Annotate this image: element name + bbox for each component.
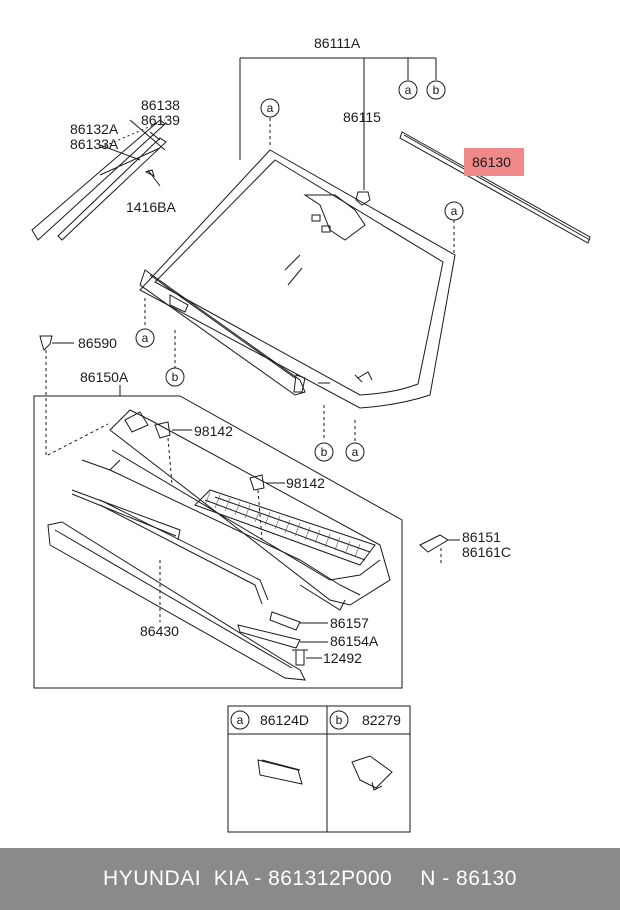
- label-98142-a: 98142: [194, 423, 233, 439]
- legend-callout-b: [329, 710, 349, 730]
- label-12492: 12492: [323, 650, 362, 666]
- weatherstrip-86430: [47, 489, 306, 681]
- callout-b-left: [165, 367, 185, 387]
- leader-86111A: [239, 57, 437, 190]
- clip-86115: [355, 191, 371, 206]
- callout-b-top-text: b: [433, 83, 440, 97]
- fastener-98142-b: [249, 474, 265, 491]
- legend-callout-a-text: a: [237, 713, 244, 727]
- callout-b-bottom: [314, 442, 334, 462]
- box-86150A: [33, 385, 403, 689]
- label-86130: 86130: [472, 154, 511, 170]
- legend-callout-a: [230, 710, 250, 730]
- parts-diagram: a b a a a b b a a b 86111A 86115 86130 8…: [31, 35, 591, 833]
- legend-part-86124D: [257, 759, 303, 785]
- label-86138: 86138: [141, 97, 180, 113]
- label-86133A: 86133A: [70, 136, 119, 152]
- callout-a-upper-text: a: [267, 101, 274, 115]
- callout-b-top: [426, 80, 446, 100]
- footer-brand-part-number: HYUNDAI KIA - 861312P000: [103, 867, 393, 890]
- callout-a-top: [398, 80, 418, 100]
- label-98142-b: 98142: [286, 475, 325, 491]
- callout-a-left: [135, 328, 155, 348]
- label-86161C: 86161C: [462, 544, 511, 560]
- clip-86590: [39, 335, 53, 351]
- windshield-glass: [139, 149, 456, 409]
- screw-1416BA: [144, 169, 161, 187]
- legend-part-82279: [351, 755, 393, 789]
- label-86154A: 86154A: [330, 633, 379, 649]
- label-86151: 86151: [462, 529, 501, 545]
- fastener-98142-a: [154, 421, 171, 439]
- bracket-86151: [419, 534, 449, 553]
- label-86590: 86590: [78, 335, 117, 351]
- label-86111A: 86111A: [314, 35, 361, 51]
- part-86154A: [237, 624, 301, 649]
- cowl-panel-86150A: [81, 409, 391, 611]
- cowl-grille-hatch: [204, 491, 361, 558]
- leader-86132A: [99, 144, 141, 161]
- part-86157: [269, 611, 301, 631]
- label-86139: 86139: [141, 112, 180, 128]
- molding-86130: [399, 131, 591, 244]
- callout-a-bottom: [345, 442, 365, 462]
- label-86430: 86430: [140, 623, 179, 639]
- leader-86138: [99, 147, 161, 176]
- label-86132A: 86132A: [70, 121, 119, 137]
- label-86150A: 86150A: [80, 369, 129, 385]
- label-86157: 86157: [330, 615, 369, 631]
- legend-callout-b-text: b: [336, 713, 343, 727]
- side-molding-86132A: [31, 119, 167, 241]
- legend-label-82279: 82279: [362, 712, 401, 728]
- bolt-12492: [292, 649, 308, 666]
- label-1416BA: 1416BA: [126, 199, 176, 215]
- legend-table: [227, 705, 411, 833]
- callout-a-right-text: a: [451, 204, 458, 218]
- footer-reference-number: N - 86130: [420, 867, 517, 890]
- highlight-86130: [464, 148, 524, 176]
- label-86115: 86115: [343, 109, 381, 125]
- callout-a-right: [444, 201, 464, 221]
- legend-label-86124D: 86124D: [260, 712, 309, 728]
- callout-a-upper: [260, 98, 280, 118]
- callout-a-left-text: a: [142, 331, 149, 345]
- callout-b-bottom-text: b: [321, 445, 328, 459]
- callout-b-left-text: b: [172, 370, 179, 384]
- callout-a-bottom-text: a: [352, 445, 359, 459]
- footer-bar: HYUNDAI KIA - 861312P000 N - 86130: [0, 848, 620, 910]
- callout-a-top-text: a: [405, 83, 412, 97]
- callout-leaders: [45, 118, 455, 565]
